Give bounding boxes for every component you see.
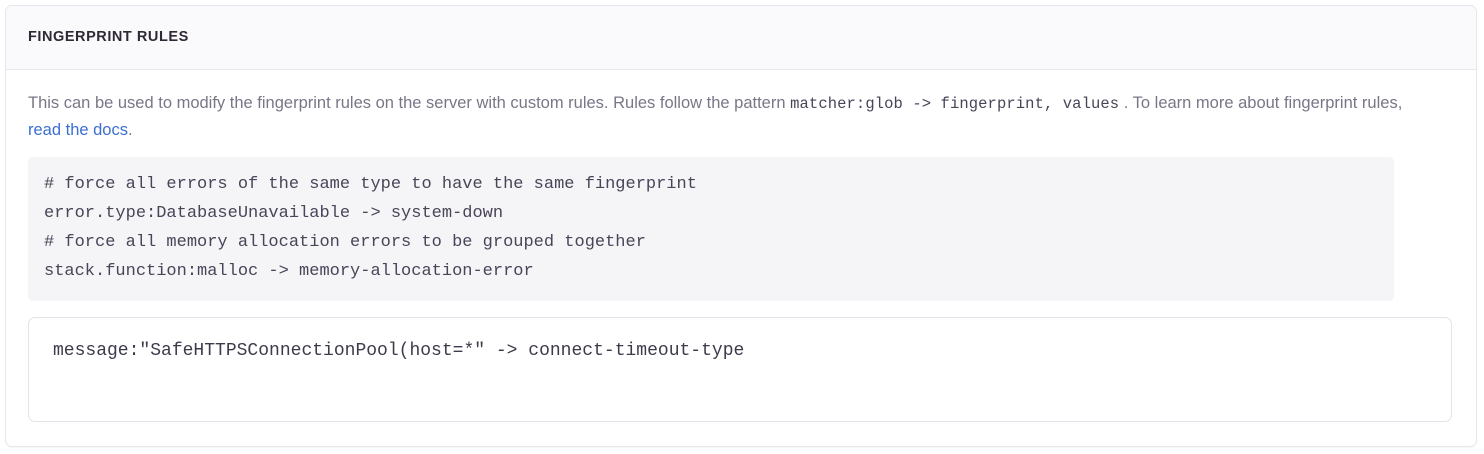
fingerprint-rules-input[interactable] [28, 317, 1452, 422]
example-code-block: # force all errors of the same type to h… [28, 157, 1394, 301]
fingerprint-rules-panel: FINGERPRINT RULES This can be used to mo… [5, 5, 1477, 447]
description-text-part3: . [127, 121, 133, 139]
panel-description: This can be used to modify the fingerpri… [28, 90, 1408, 143]
page-title: FINGERPRINT RULES [28, 29, 189, 46]
inline-code-pattern: matcher:glob -> fingerprint, values [790, 95, 1120, 113]
read-the-docs-link[interactable]: read the docs [28, 121, 128, 139]
panel-header: FINGERPRINT RULES [6, 6, 1476, 70]
description-text-part2: . To learn more about fingerprint rules, [1119, 94, 1403, 112]
panel-body: This can be used to modify the fingerpri… [6, 70, 1476, 422]
description-text-part1: This can be used to modify the fingerpri… [28, 94, 791, 112]
